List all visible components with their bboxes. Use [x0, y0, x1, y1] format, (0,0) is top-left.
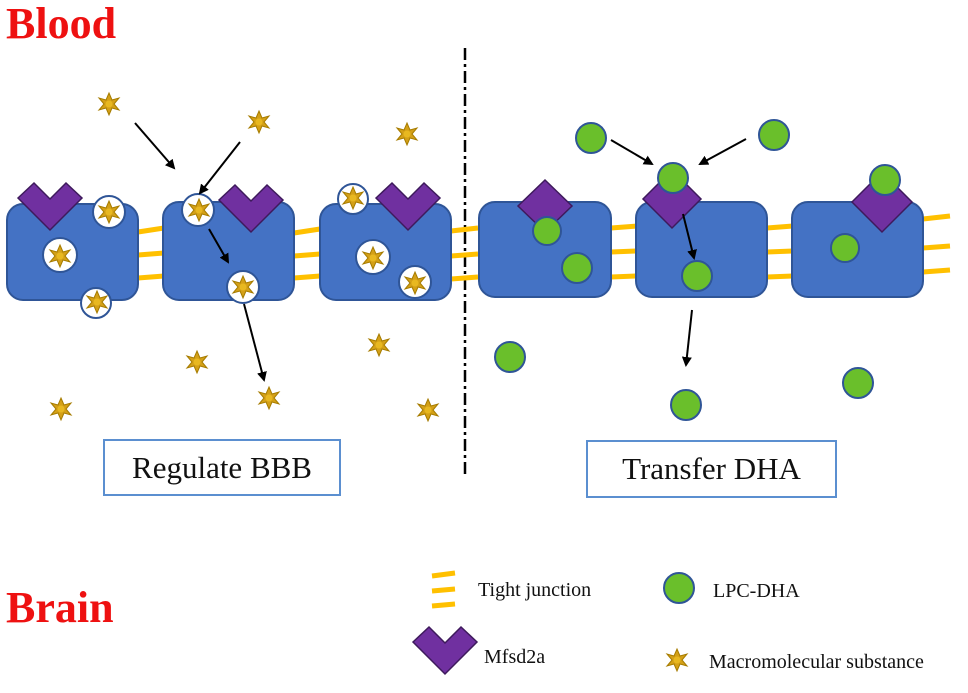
mfsd2a-3 — [374, 181, 442, 232]
arrows — [134, 122, 747, 382]
mfsd2a-1 — [16, 181, 84, 232]
caption-regulate-bbb: Regulate BBB — [103, 439, 341, 496]
caption-transfer-dha: Transfer DHA — [586, 440, 837, 498]
legend-mfsd2a-symbol — [411, 625, 479, 676]
brain-label: Brain — [6, 583, 114, 632]
lpc-dha-molecules — [494, 119, 901, 421]
mfsd2a-2 — [217, 183, 285, 234]
tight-junctions — [137, 213, 951, 282]
legend-lpc-dha-label: LPC-DHA — [713, 580, 800, 602]
legend-macromolecular-label: Macromolecular substance — [709, 651, 924, 673]
legend-tight-junction-label: Tight junction — [478, 579, 592, 601]
legend-macromolecule-symbol — [666, 648, 688, 672]
blood-label: Blood — [6, 0, 117, 48]
legend-tight-junction-symbol — [431, 570, 456, 609]
legend-lpc-dha-symbol — [663, 572, 695, 604]
vesicles — [42, 183, 432, 319]
legend-mfsd2a-label: Mfsd2a — [484, 646, 546, 668]
